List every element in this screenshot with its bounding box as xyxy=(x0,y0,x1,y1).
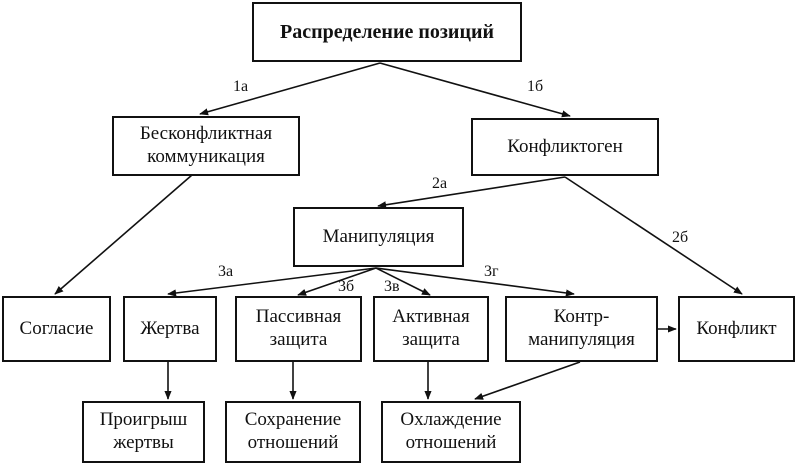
node-cooling-relations: Охлаждение отношений xyxy=(381,401,521,463)
edge-label-3g: 3г xyxy=(484,263,499,280)
edge-label-1a: 1а xyxy=(233,78,249,95)
edge-2b xyxy=(564,176,743,295)
edge-3g xyxy=(375,267,575,297)
node-passive-defense: Пассивная защита xyxy=(235,296,362,362)
edge-label-3b: 3б xyxy=(338,278,355,295)
edge-2a xyxy=(377,176,566,209)
edge-3b xyxy=(297,267,377,296)
node-manipulation: Манипуляция xyxy=(293,207,464,267)
edge-label-3a: 3а xyxy=(218,263,234,280)
node-agreement: Согласие xyxy=(2,296,111,362)
node-active-defense: Активная защита xyxy=(373,296,489,362)
edge-3v xyxy=(375,267,431,296)
edge-label-2a: 2а xyxy=(432,175,448,192)
edge-counter-cooling xyxy=(474,361,581,400)
edge-1a xyxy=(199,62,381,116)
edge-label-2b: 2б xyxy=(672,229,689,246)
edge-label-3v: 3в xyxy=(384,278,400,295)
edge-3a xyxy=(167,267,377,297)
node-conflict-free: Бесконфликтная коммуникация xyxy=(112,116,300,176)
edge-conflict-free-agreement xyxy=(54,174,193,295)
node-root: Распределение позиций xyxy=(252,2,522,62)
edge-1b xyxy=(379,62,571,118)
node-victim-loss: Проигрыш жертвы xyxy=(82,401,205,463)
node-conflictogen: Конфликтоген xyxy=(471,118,659,176)
edge-label-1b: 1б xyxy=(527,78,544,95)
node-conflict: Конфликт xyxy=(678,296,795,362)
node-preserve-relations: Сохранение отношений xyxy=(225,401,361,463)
node-victim: Жертва xyxy=(123,296,217,362)
node-counter-manipulation: Контр- манипуляция xyxy=(505,296,658,362)
